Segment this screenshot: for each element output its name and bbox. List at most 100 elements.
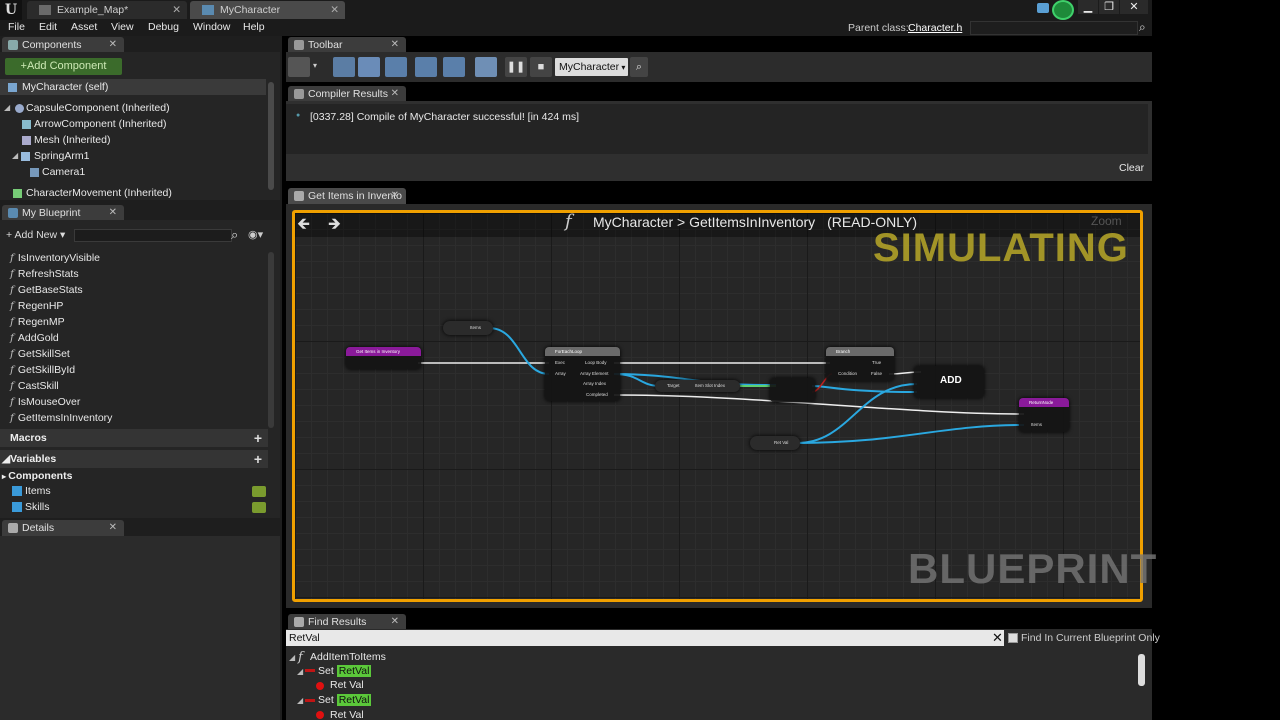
return-node[interactable]: ReturnNode Items <box>1019 398 1069 432</box>
compile-icon[interactable] <box>288 57 310 77</box>
tree-item-movement[interactable]: CharacterMovement (Inherited) <box>26 187 172 199</box>
minimize-icon[interactable]: ▁ <box>1078 0 1098 14</box>
stop-icon[interactable]: ■ <box>530 57 552 77</box>
back-arrow-icon[interactable]: 🡸 <box>297 216 310 233</box>
visibility-eye-icon[interactable] <box>252 486 266 497</box>
close-icon[interactable]: ✕ <box>390 88 399 99</box>
add-new-button[interactable]: + Add New ▾ <box>6 229 65 241</box>
result-set-node[interactable]: Set RetVal <box>318 665 372 677</box>
branch-node[interactable]: Branch Condition True False <box>826 347 894 381</box>
function-entry-node[interactable]: Get Items in Inventory <box>346 347 421 369</box>
macros-section[interactable]: Macros+ <box>0 429 268 447</box>
menu-file[interactable]: File <box>8 21 25 33</box>
maximize-icon[interactable]: ❐ <box>1099 0 1119 14</box>
add-macro-icon[interactable]: + <box>253 430 262 446</box>
find-scrollbar[interactable] <box>1138 654 1145 686</box>
unreal-logo-icon[interactable]: U <box>0 0 22 20</box>
play-icon[interactable] <box>475 57 497 77</box>
expand-icon[interactable]: ◢ <box>4 103 11 112</box>
class-defaults-icon[interactable] <box>415 57 437 77</box>
item-slot-index-node[interactable]: Target Item Slot Index <box>655 380 740 392</box>
components-scrollbar[interactable] <box>268 82 274 190</box>
close-icon[interactable]: ✕ <box>172 4 181 16</box>
menu-view[interactable]: View <box>111 21 134 33</box>
tree-item-arrow[interactable]: ArrowComponent (Inherited) <box>34 118 167 130</box>
search-icon[interactable]: ⌕ <box>231 227 239 242</box>
blueprint-graph-canvas[interactable] <box>292 210 1143 602</box>
retval-getter-node[interactable]: Ret Val <box>750 436 800 450</box>
variable-row[interactable]: Skills <box>0 500 266 514</box>
menu-asset[interactable]: Asset <box>71 21 98 33</box>
tree-row-selected[interactable] <box>0 79 266 95</box>
compare-node[interactable] <box>770 378 815 402</box>
tab-example-map[interactable]: Example_Map* ✕ <box>27 1 187 19</box>
expand-icon[interactable]: ◢ <box>297 696 304 705</box>
dropdown-arrow-icon[interactable]: ▾ <box>313 61 318 70</box>
menu-help[interactable]: Help <box>243 21 265 33</box>
search-icon[interactable]: ⌕ <box>630 57 648 77</box>
close-icon[interactable]: ✕ <box>108 522 117 533</box>
debug-object-select[interactable]: MyCharacter ▾ <box>555 58 628 76</box>
result-set-node[interactable]: Set RetVal <box>318 694 372 706</box>
items-getter-node[interactable]: Items <box>443 321 493 335</box>
scope-checkbox[interactable] <box>1008 633 1018 643</box>
find-in-blueprint-icon[interactable] <box>358 57 380 77</box>
clear-search-icon[interactable]: ✕ <box>992 630 1003 645</box>
search-icon[interactable]: ⌕ <box>1139 20 1146 34</box>
add-variable-icon[interactable]: + <box>253 451 262 467</box>
clear-button[interactable]: Clear <box>1119 162 1145 174</box>
close-window-icon[interactable]: ✕ <box>1120 0 1148 14</box>
variables-section[interactable]: ◢Variables+ <box>0 450 268 468</box>
expand-icon[interactable]: ◢ <box>12 151 19 160</box>
tree-item-camera[interactable]: Camera1 <box>42 166 86 178</box>
close-icon[interactable]: ✕ <box>108 207 117 218</box>
array-add-node[interactable]: ADD <box>914 366 984 398</box>
tab-components[interactable]: Components ✕ <box>2 37 124 53</box>
close-icon[interactable]: ✕ <box>390 616 399 627</box>
green-status-icon[interactable] <box>1052 0 1074 20</box>
add-component-button[interactable]: +Add Component <box>5 58 122 75</box>
help-search-input[interactable] <box>970 21 1138 35</box>
result-function[interactable]: AddItemToItems <box>310 651 386 663</box>
close-icon[interactable]: ✕ <box>108 39 117 50</box>
blueprint-scrollbar[interactable] <box>268 252 274 428</box>
expand-icon[interactable]: ◢ <box>289 653 296 662</box>
close-icon[interactable]: ✕ <box>390 190 399 201</box>
tree-item-mesh[interactable]: Mesh (Inherited) <box>34 134 111 146</box>
result-pin[interactable]: Ret Val <box>330 709 364 720</box>
simulation-icon[interactable] <box>443 57 465 77</box>
breadcrumb-owner[interactable]: MyCharacter <box>593 214 674 230</box>
visibility-eye-icon[interactable] <box>252 502 266 513</box>
eye-icon[interactable]: ◉▾ <box>248 229 264 241</box>
variable-group[interactable]: ▸ Components <box>2 470 72 482</box>
foreach-node[interactable]: ForEachLoop Exec Array Loop Body Array E… <box>545 347 620 401</box>
menu-debug[interactable]: Debug <box>148 21 179 33</box>
tab-graph[interactable]: Get Items in Invento ✕ <box>288 188 406 204</box>
save-icon[interactable] <box>333 57 355 77</box>
close-icon[interactable]: ✕ <box>390 39 399 50</box>
tab-mycharacter[interactable]: MyCharacter ✕ <box>190 1 345 19</box>
expand-icon[interactable]: ◢ <box>297 667 304 676</box>
tab-toolbar[interactable]: Toolbar ✕ <box>288 37 406 53</box>
class-settings-icon[interactable] <box>385 57 407 77</box>
tree-item-self[interactable]: MyCharacter (self) <box>22 81 109 93</box>
chat-icon[interactable] <box>1037 3 1049 13</box>
tab-find-results[interactable]: Find Results ✕ <box>288 614 406 630</box>
parent-class-link[interactable]: Character.h <box>908 22 963 34</box>
result-pin[interactable]: Ret Val <box>330 679 364 691</box>
forward-arrow-icon[interactable]: 🡺 <box>328 216 341 233</box>
variable-row[interactable]: Items <box>0 484 266 498</box>
menu-window[interactable]: Window <box>193 21 231 33</box>
pause-icon[interactable]: ❚❚ <box>505 57 527 77</box>
tab-details[interactable]: Details ✕ <box>2 520 124 536</box>
blueprint-search-input[interactable] <box>74 229 232 242</box>
